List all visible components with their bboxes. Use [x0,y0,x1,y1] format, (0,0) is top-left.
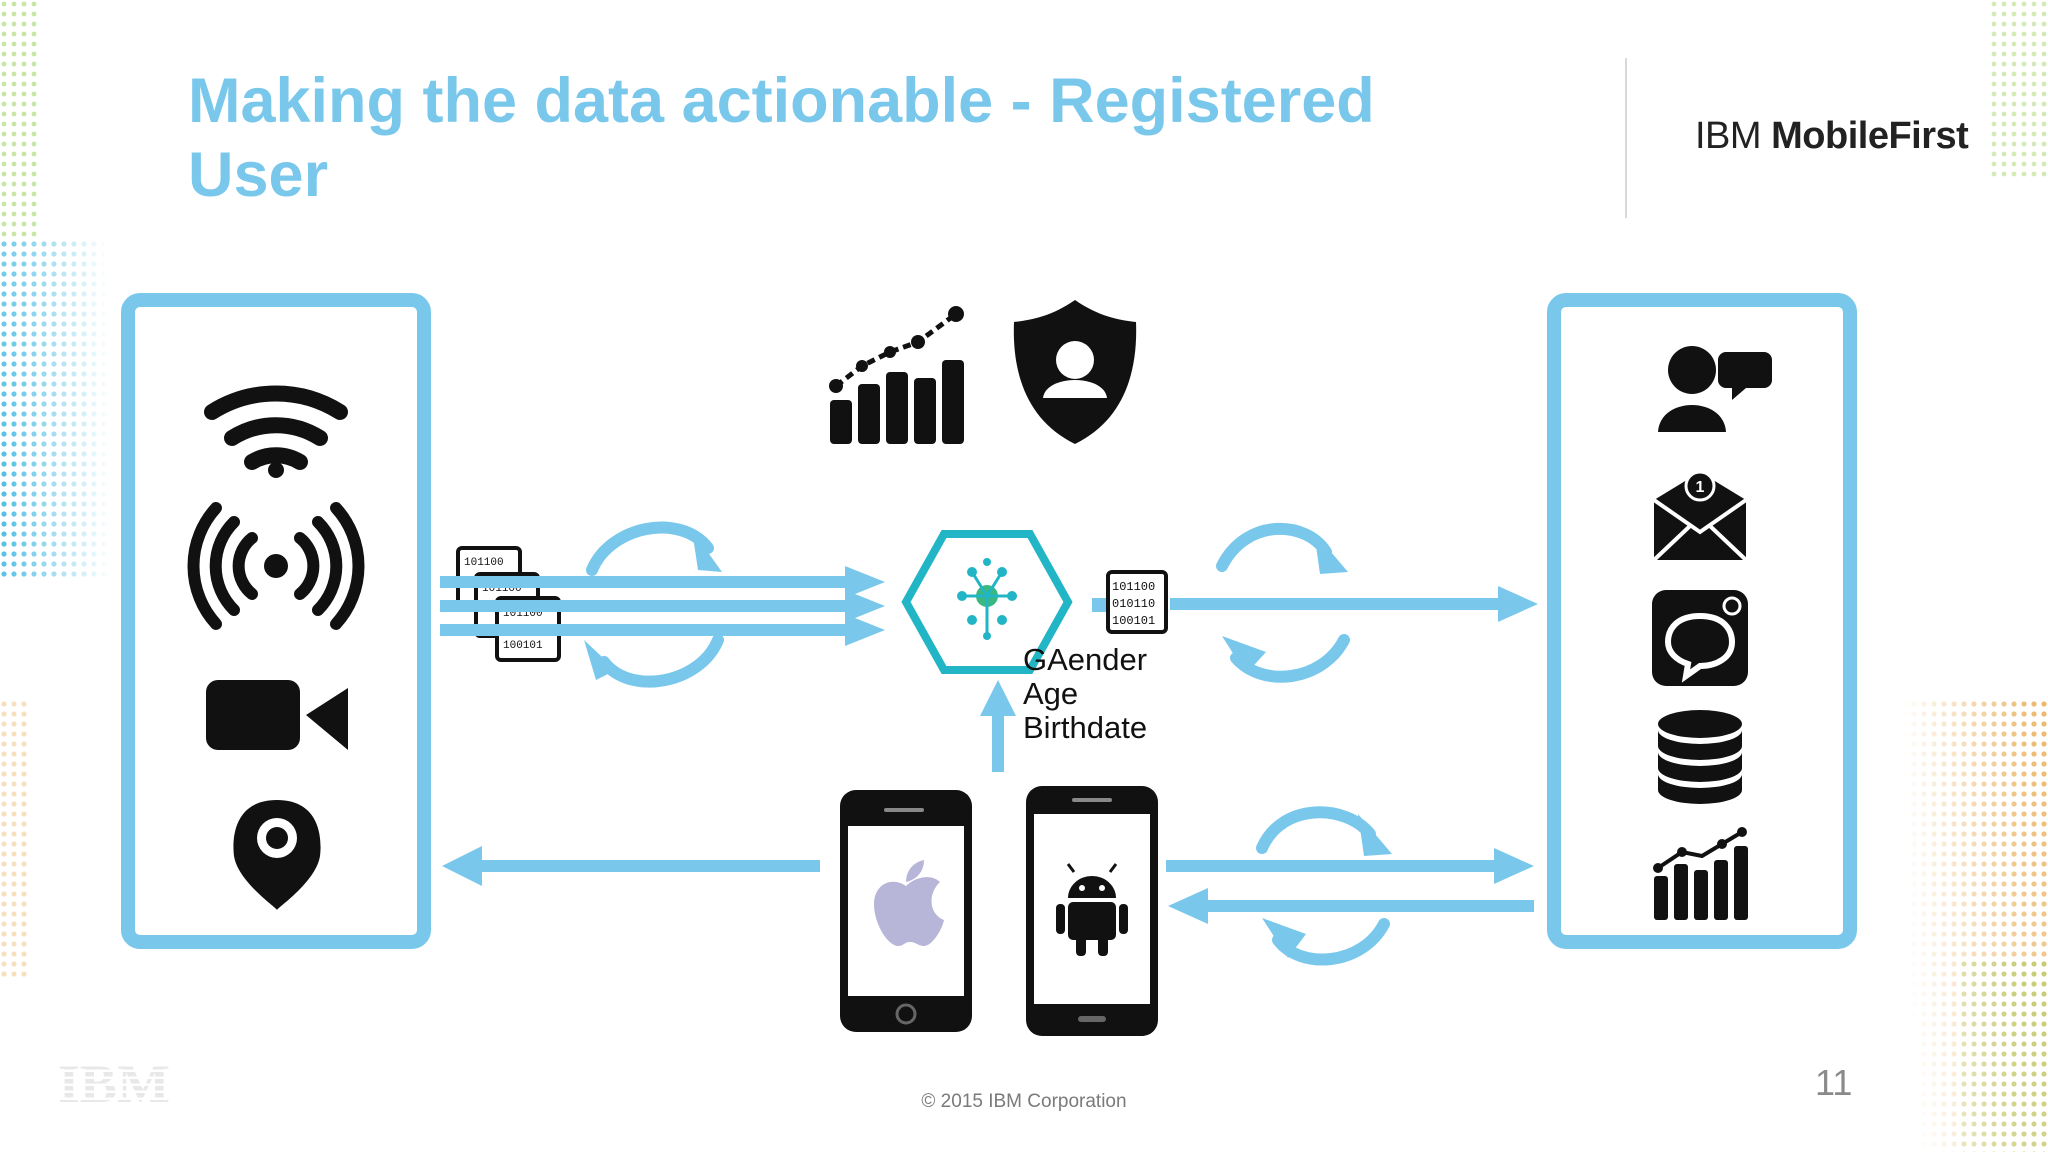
wifi-icon [204,385,348,478]
packet-row: 010110 [1112,597,1155,611]
hub-to-packet-connector [1092,598,1106,612]
sync-arrow-heads [1222,532,1348,674]
copyright-footer: © 2015 IBM Corporation [921,1091,1127,1112]
sync-arrow-heads [1262,814,1392,958]
database-icon [1658,710,1742,804]
android-phone-icon [1026,786,1158,1036]
packet-row: 101100 [1112,580,1155,594]
android-logo-icon [1056,863,1128,956]
user-chat-icon [1658,346,1772,432]
user-shield-icon [1013,300,1137,444]
brand-bold: MobileFirst [1771,115,1969,157]
bar-chart-trend-icon [1653,827,1748,920]
outbound-data-arrow [1170,586,1538,622]
video-camera-icon [206,680,348,750]
left-panel [121,293,431,949]
iphone-icon [840,790,972,1032]
location-pin-icon [233,800,321,910]
page-number: 11 [1815,1062,1853,1103]
sync-arrow-heads [584,530,722,680]
broadcast-icon [187,502,365,630]
page-title: Making the data actionable - Registered … [188,66,1375,210]
bar-chart-trend-icon [829,306,964,444]
user-attribute-list: GAender Age Birthdate [1023,643,1147,745]
data-packet: 101100 010110 100101 [1106,570,1168,634]
packet-row: 100101 [503,640,543,652]
packet-row: 100101 [1112,614,1155,628]
packet-row: 101100 [464,557,504,569]
svg-text:1: 1 [1696,479,1705,496]
inbound-data-arrows [440,576,855,636]
apple-logo-icon [874,860,944,946]
mail-notification-icon: 1 [1652,470,1748,562]
header-divider [1625,58,1627,218]
attribute-age: Age [1023,676,1079,711]
device-to-hub-arrow [980,680,1016,772]
attribute-gender: GAender [1023,642,1148,677]
device-to-sources-arrow [442,846,820,886]
arrow-heads [845,566,885,646]
svg-text:IBM: IBM [58,1058,170,1104]
chat-bubble-icon [1652,590,1748,686]
attribute-birthdate: Birthdate [1023,710,1148,745]
device-to-engagement-arrows [1166,848,1534,924]
ibm-logo: IBM [58,1058,170,1104]
brand-logo: IBM MobileFirst [1695,115,1969,158]
brand-light: IBM [1695,115,1772,157]
analytics-hub-icon [901,530,1073,674]
